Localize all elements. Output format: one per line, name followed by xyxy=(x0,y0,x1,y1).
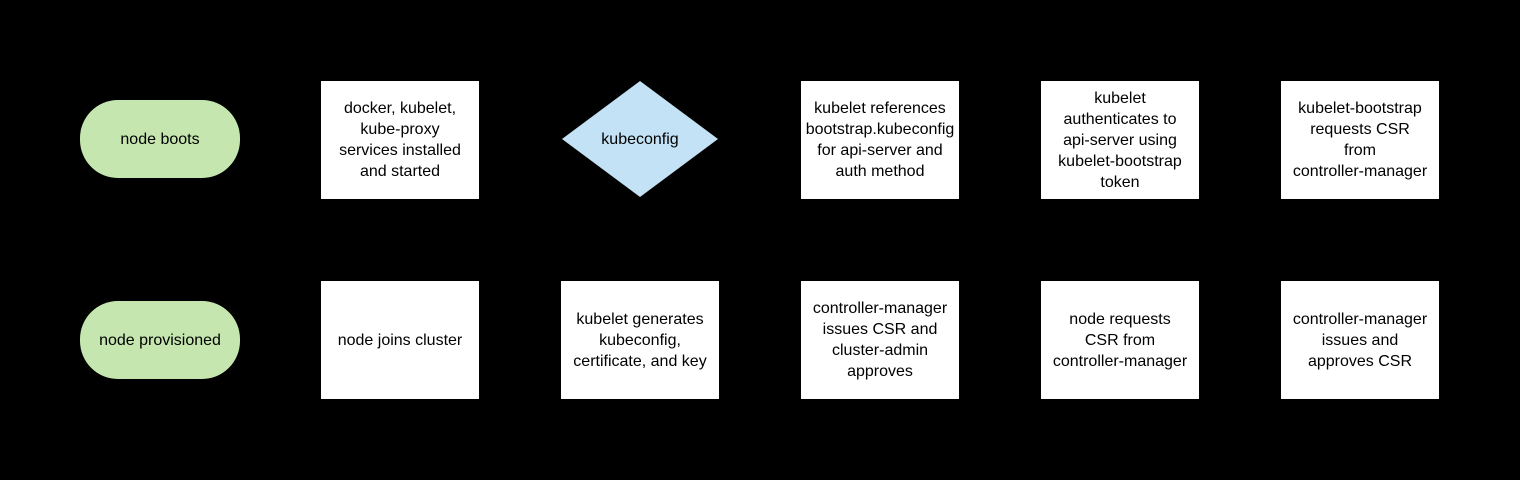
process-services-installed: docker, kubelet, kube-proxy services ins… xyxy=(321,81,479,199)
process-controller-manager-issues-approves-csr-label: controller-manager issues and approves C… xyxy=(1292,310,1428,370)
process-kubelet-authenticates-label: kubelet authenticates to api-server usin… xyxy=(1058,89,1182,191)
process-kubelet-bootstrap-requests-csr: kubelet-bootstrap requests CSR from cont… xyxy=(1281,81,1439,199)
process-controller-manager-issues-approves-csr: controller-manager issues and approves C… xyxy=(1281,281,1439,399)
process-kubelet-references-label: kubelet references bootstrap.kubeconfig … xyxy=(805,100,955,180)
process-node-requests-csr: node requests CSR from controller-manage… xyxy=(1041,281,1199,399)
process-node-joins-cluster-label: node joins cluster xyxy=(337,331,463,349)
process-controller-manager-issues-csr-label: controller-manager issues CSR and cluste… xyxy=(812,300,948,380)
process-kubelet-references-bootstrap-kubeconfig: kubelet references bootstrap.kubeconfig … xyxy=(801,81,959,199)
terminator-node-provisioned: node provisioned xyxy=(80,301,240,379)
process-services-installed-label: docker, kubelet, kube-proxy services ins… xyxy=(339,100,461,180)
decision-kubeconfig-label: kubeconfig xyxy=(601,130,679,148)
process-kubelet-generates-kubeconfig: kubelet generates kubeconfig, certificat… xyxy=(561,281,719,399)
process-kubelet-authenticates: kubelet authenticates to api-server usin… xyxy=(1041,81,1199,199)
process-kubelet-generates-kubeconfig-label: kubelet generates kubeconfig, certificat… xyxy=(573,310,707,370)
terminator-node-boots: node boots xyxy=(80,100,240,178)
process-kubelet-bootstrap-requests-csr-label: kubelet-bootstrap requests CSR from cont… xyxy=(1292,100,1428,180)
terminator-node-provisioned-label: node provisioned xyxy=(99,331,221,349)
process-controller-manager-issues-csr: controller-manager issues CSR and cluste… xyxy=(801,281,959,399)
process-node-joins-cluster: node joins cluster xyxy=(321,281,479,399)
decision-kubeconfig: kubeconfig xyxy=(562,81,718,197)
terminator-node-boots-label: node boots xyxy=(120,130,200,148)
process-node-requests-csr-label: node requests CSR from controller-manage… xyxy=(1052,310,1188,370)
